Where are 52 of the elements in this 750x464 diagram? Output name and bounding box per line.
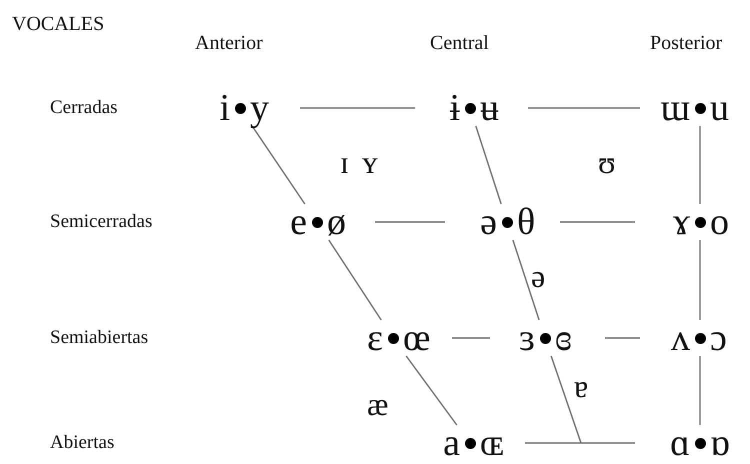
connector-line — [605, 337, 640, 339]
connector-line — [699, 126, 701, 204]
vowel-symbol: o — [710, 204, 729, 240]
vowel-symbol: i — [219, 90, 230, 126]
connector-line — [375, 221, 445, 223]
row-label: Semiabiertas — [50, 328, 148, 347]
connector-line — [328, 240, 382, 320]
connector-line — [525, 442, 635, 444]
column-heading: Anterior — [195, 33, 263, 53]
connector-line — [699, 240, 701, 320]
connector-line — [300, 107, 415, 109]
connector-line — [560, 221, 635, 223]
vowel-symbol: θ — [517, 204, 536, 240]
vowel-symbol: ɜ — [519, 320, 535, 356]
vowel-symbol: ɔ — [710, 320, 727, 356]
row-label: Cerradas — [50, 98, 118, 117]
vowel-symbol: ɯ — [660, 90, 690, 126]
vowel-symbol: ɪ — [340, 146, 349, 178]
vowel-symbol: ɨ — [449, 90, 460, 126]
row-label: Semicerradas — [50, 212, 152, 231]
vowel-symbol: ɛ — [367, 320, 383, 356]
column-heading: Posterior — [650, 33, 722, 53]
vowel-symbol: a — [443, 425, 460, 461]
chart-title: VOCALES — [12, 14, 104, 34]
connector-line — [512, 240, 540, 320]
vowel-symbol: ə — [531, 260, 546, 292]
vowel-symbol: ɶ — [480, 425, 504, 461]
vowel-symbol: ɒ — [710, 425, 730, 461]
vowel-symbol: ʉ — [480, 90, 499, 126]
connector-line — [252, 126, 306, 204]
vowel-symbol: ɞ — [555, 320, 572, 356]
vowel-symbol: ʊ — [598, 146, 616, 178]
connector-line — [406, 356, 458, 426]
connector-line — [452, 337, 490, 339]
column-heading: Central — [430, 33, 489, 53]
vowel-symbol: ø — [327, 204, 346, 240]
connector-line — [550, 356, 582, 444]
vowel-symbol: œ — [403, 320, 430, 356]
vowel-symbol: ɤ — [673, 204, 690, 240]
vowel-symbol: ʏ — [362, 146, 378, 178]
vowel-symbol: æ — [367, 388, 388, 420]
connector-line — [475, 126, 502, 204]
vowel-symbol: ɑ — [670, 425, 690, 461]
connector-line — [699, 356, 701, 425]
vowel-symbol: ʌ — [671, 320, 690, 356]
vowel-symbol: ɐ — [574, 370, 588, 402]
row-label: Abiertas — [50, 433, 114, 452]
vowel-symbol: y — [250, 90, 269, 126]
connector-line — [528, 107, 640, 109]
vowel-symbol: ə — [480, 204, 497, 240]
vowel-symbol: u — [710, 90, 729, 126]
vowel-symbol: e — [290, 204, 307, 240]
